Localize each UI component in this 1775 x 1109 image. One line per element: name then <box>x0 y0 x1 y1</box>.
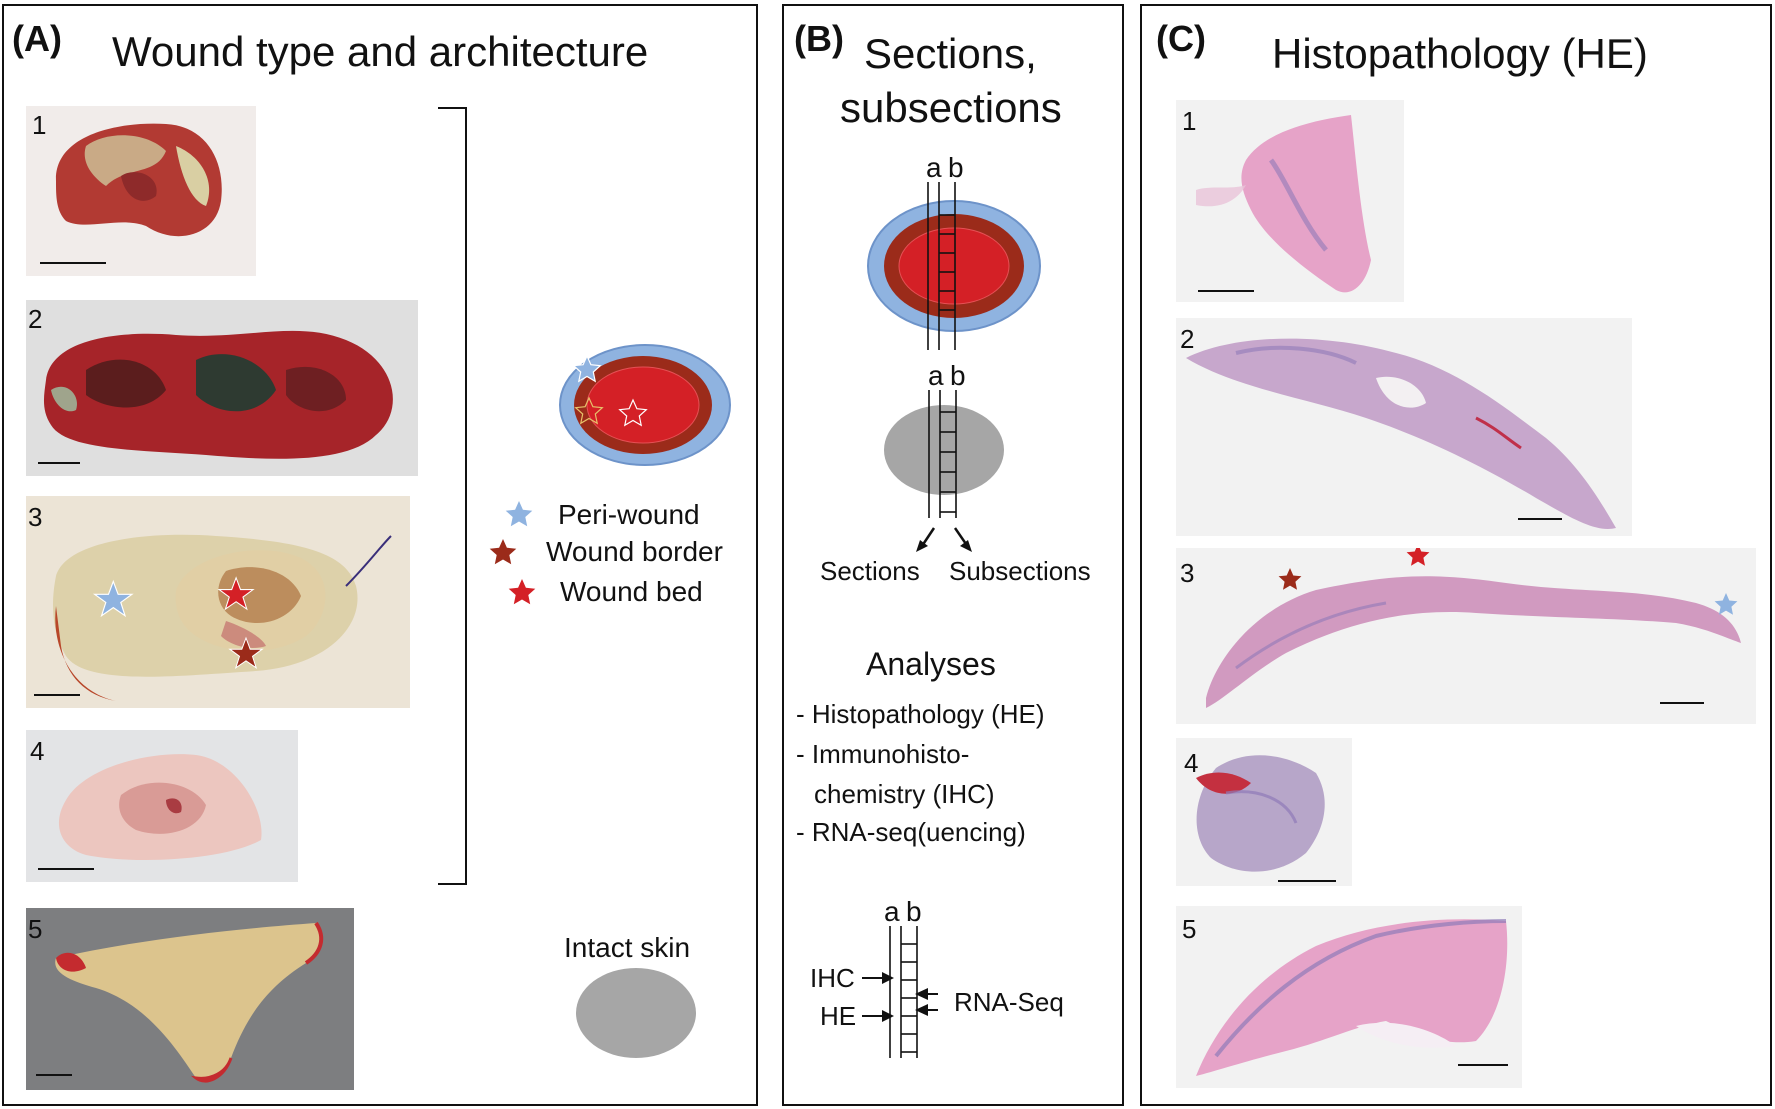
he-scale-bar-4 <box>1278 880 1336 882</box>
wound-border-star-icon <box>489 539 517 565</box>
column-b-label-2: b <box>950 360 966 391</box>
photo-number-a1: 1 <box>32 110 47 140</box>
sections-label: Sections <box>820 556 920 586</box>
he-number-2: 2 <box>1180 324 1195 354</box>
legend-wound-bed: Wound bed <box>560 576 703 607</box>
analyses-title: Analyses <box>866 646 996 682</box>
column-a-label-2: a <box>928 360 944 391</box>
he-image-2 <box>1176 318 1632 536</box>
analyses-item-3: chemistry (IHC) <box>814 779 995 809</box>
wound-photo-4 <box>26 730 298 882</box>
photo-number-a5: 5 <box>28 914 43 944</box>
section-intact-schematic <box>884 390 1004 552</box>
scale-bar-a2 <box>38 462 80 464</box>
section-wound-schematic <box>867 182 1041 350</box>
ihc-label: IHC <box>810 963 855 993</box>
photo-number-a2: 2 <box>28 304 43 334</box>
scale-bar-a3 <box>34 694 80 696</box>
he-image-5 <box>1176 906 1522 1088</box>
group-bracket <box>438 107 467 885</box>
wound-schematic <box>559 344 731 466</box>
panel-b-letter: (B) <box>794 18 844 59</box>
column-a-label-1: a <box>926 152 942 183</box>
he-image-3 <box>1176 548 1756 724</box>
column-a-label-3: a <box>884 896 900 927</box>
he-scale-bar-2 <box>1518 518 1562 520</box>
he-scale-bar-3 <box>1660 702 1704 704</box>
analyses-item-2: - Immunohisto- <box>796 739 970 769</box>
wound-photo-5 <box>26 908 354 1090</box>
column-b-label-3: b <box>906 896 922 927</box>
scale-bar-a5 <box>36 1074 72 1076</box>
he-image-1 <box>1176 100 1404 302</box>
he-scale-bar-5 <box>1458 1064 1508 1066</box>
panel-b-title-line1: Sections, <box>864 30 1037 77</box>
column-b-label-1: b <box>948 152 964 183</box>
scale-bar-a1 <box>40 262 106 264</box>
wound-photo-3 <box>26 496 410 708</box>
he-number-4: 4 <box>1184 748 1199 778</box>
panel-b-title-line2: subsections <box>840 84 1062 131</box>
he-scale-bar-1 <box>1198 290 1254 292</box>
panel-c-title: Histopathology (HE) <box>1272 30 1648 77</box>
he-number-5: 5 <box>1182 914 1197 944</box>
legend-peri-wound: Peri-wound <box>558 499 700 530</box>
photo-number-a3: 3 <box>28 502 43 532</box>
legend-wound-border: Wound border <box>546 536 723 567</box>
intact-skin-ellipse <box>576 968 696 1058</box>
analyses-item-1: - Histopathology (HE) <box>796 699 1045 729</box>
analyses-item-4: - RNA-seq(uencing) <box>796 817 1026 847</box>
subsections-label: Subsections <box>949 556 1091 586</box>
wound-photo-2 <box>26 300 418 476</box>
panel-c-letter: (C) <box>1156 18 1206 59</box>
scale-bar-a4 <box>38 868 94 870</box>
wound-photo-1 <box>26 106 256 276</box>
rna-seq-label: RNA-Seq <box>954 987 1064 1017</box>
photo-number-a4: 4 <box>30 736 45 766</box>
peri-wound-star-icon <box>505 501 533 527</box>
intact-skin-label: Intact skin <box>564 932 691 963</box>
panel-a-title: Wound type and architecture <box>112 28 649 75</box>
panel-a: (A) Wound type and architecture 1 2 <box>2 4 758 1106</box>
he-number-1: 1 <box>1182 106 1197 136</box>
he-number-3: 3 <box>1180 558 1195 588</box>
panel-c: (C) Histopathology (HE) 1 2 3 <box>1140 4 1772 1106</box>
he-label: HE <box>820 1001 857 1031</box>
panel-b: (B) Sections, subsections a b a b <box>782 4 1124 1106</box>
analysis-schematic <box>862 926 938 1058</box>
panel-a-letter: (A) <box>12 18 62 59</box>
wound-bed-star-icon <box>508 579 536 605</box>
he-image-4 <box>1176 738 1352 886</box>
